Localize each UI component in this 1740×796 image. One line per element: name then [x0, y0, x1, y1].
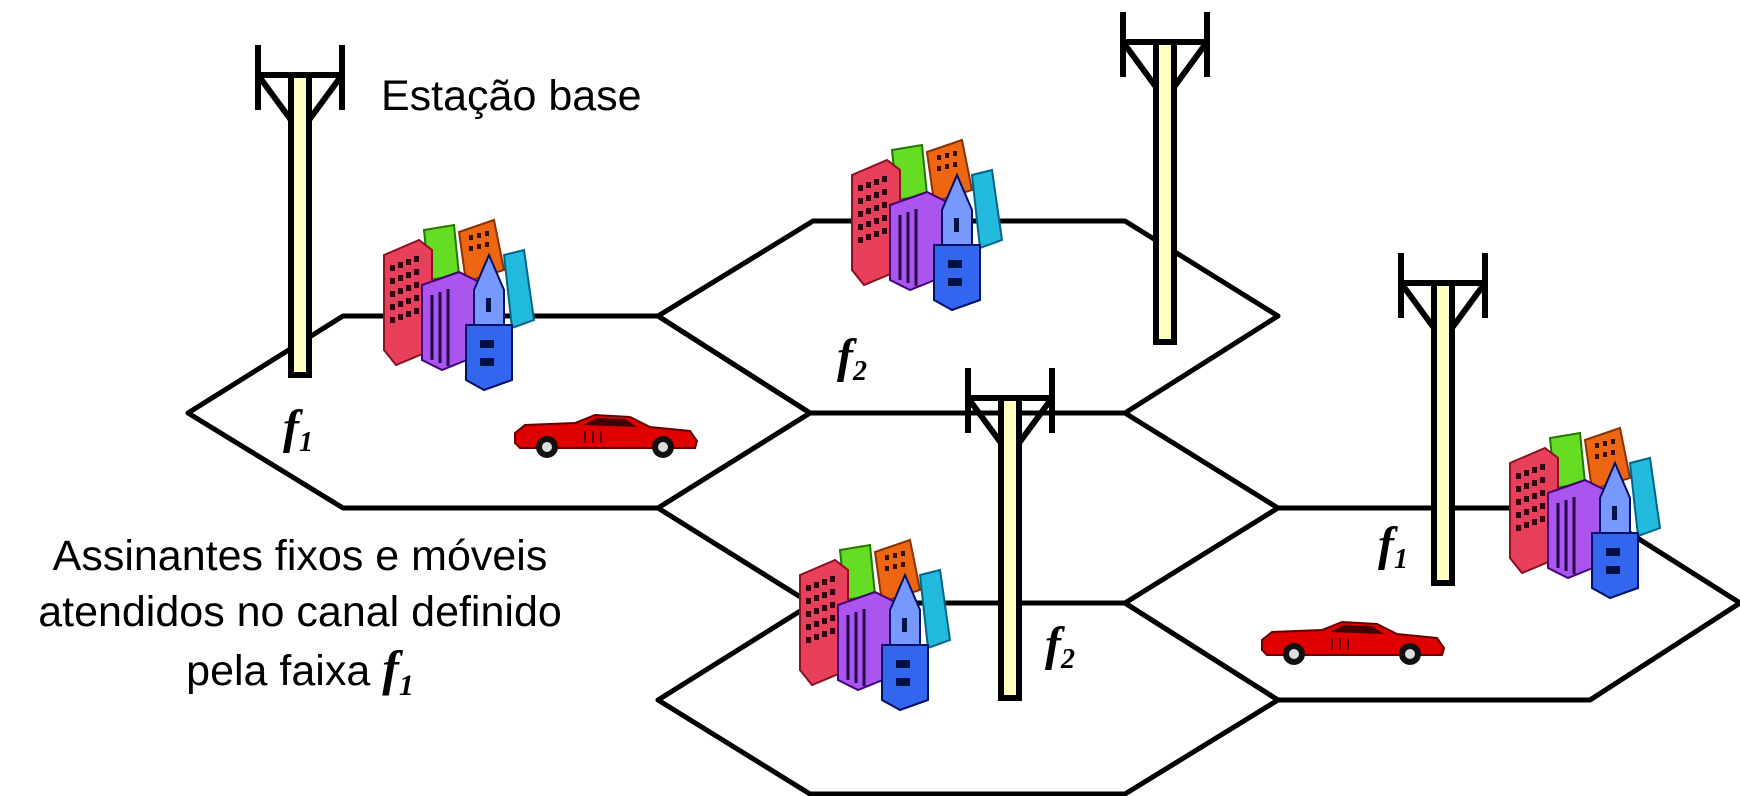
car-icon: [514, 414, 698, 459]
cell-3-hexagon: [655, 600, 1281, 796]
buildings-icon: [382, 218, 536, 392]
cell-2-frequency-label: f2: [837, 330, 867, 387]
buildings-icon: [1508, 426, 1662, 600]
caption-frequency-subscript: 1: [398, 669, 414, 702]
cell-3-frequency-label: f2: [1045, 618, 1075, 675]
buildings-icon: [850, 138, 1004, 312]
cell-connector: [1123, 410, 1280, 511]
base-station-label: Estação base: [381, 72, 642, 120]
caption-line-3: pela faixa f1: [0, 640, 600, 714]
caption-line-1: Assinantes fixos e móveis: [52, 532, 548, 580]
car-icon: [1261, 621, 1445, 666]
caption-line-2: atendidos no canal definido: [38, 588, 562, 636]
cell-1-frequency-label: f1: [283, 401, 313, 458]
caption-line-3-text: pela faixa: [186, 647, 371, 695]
buildings-icon: [798, 538, 952, 712]
tower-icon: [968, 368, 1052, 698]
subscribers-caption: Assinantes fixos e móveis atendidos no c…: [0, 528, 600, 714]
tower-icon: [1401, 253, 1485, 583]
caption-frequency-symbol: f: [382, 640, 399, 696]
cell-connector: [656, 505, 812, 606]
tower-icon: [1123, 12, 1207, 342]
cell-4-frequency-label: f1: [1378, 518, 1408, 575]
